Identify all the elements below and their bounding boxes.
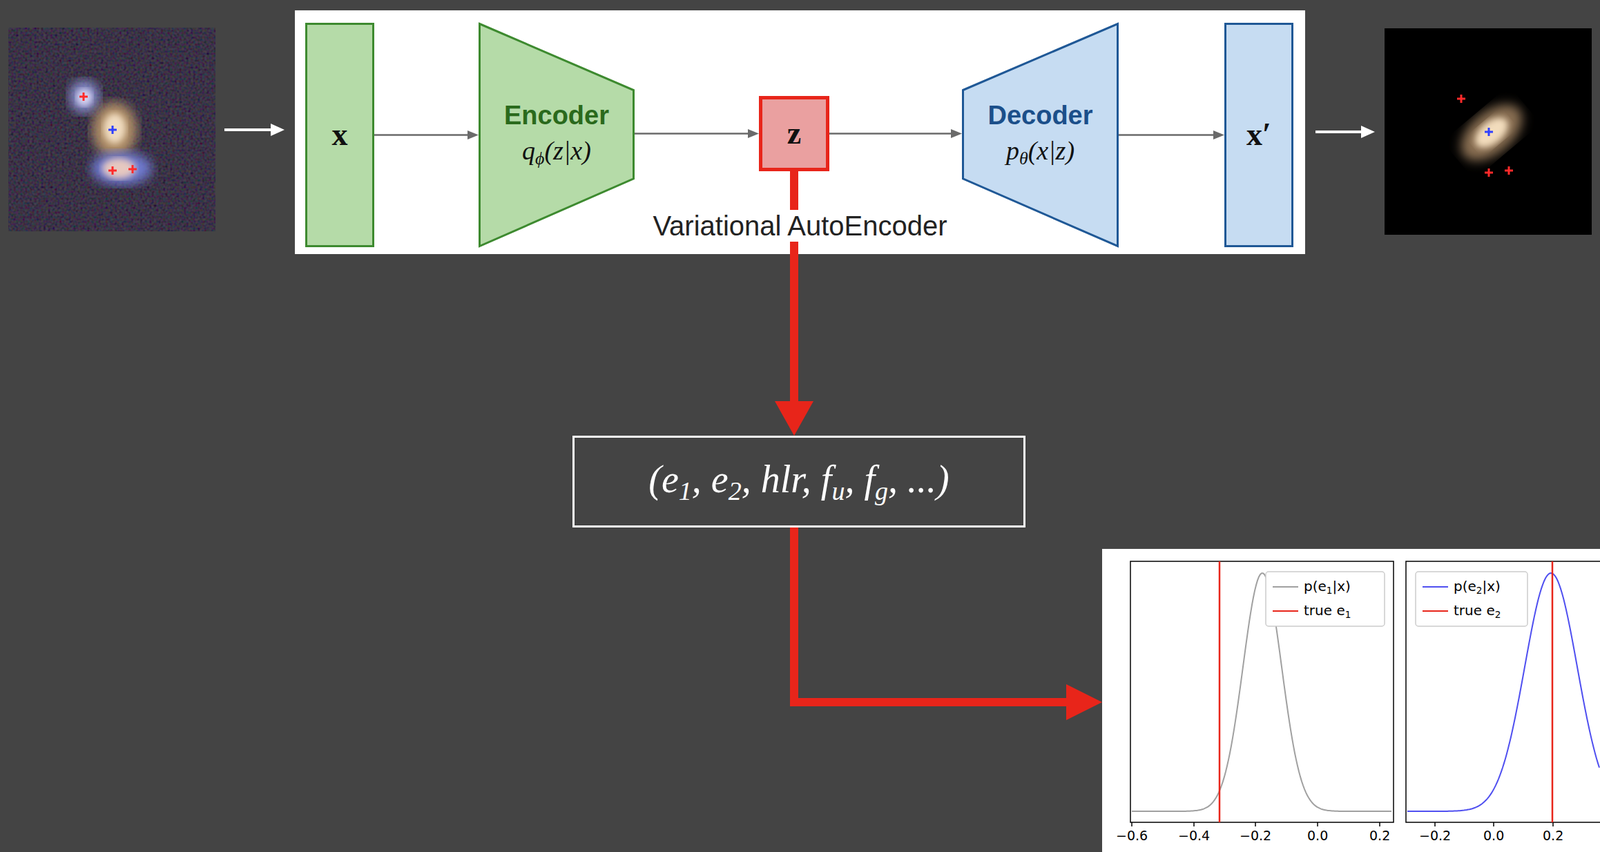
- legend-text: p(e1|x): [1303, 577, 1351, 596]
- encoder-trapezoid: Encoder qϕ(z|x): [478, 22, 635, 248]
- legend-line-sample: [1422, 586, 1449, 588]
- latent-box: z: [758, 95, 830, 172]
- axis-tick-label: 0.0: [1307, 827, 1328, 844]
- connector-arrow: [1118, 130, 1225, 140]
- connector-arrow: [634, 129, 759, 139]
- legend-text: p(e2|x): [1453, 577, 1501, 596]
- connector-arrow: [774, 171, 814, 436]
- subscript: u: [831, 475, 845, 505]
- parameter-box: (e1, e2, hlr, fu, fg, ...): [572, 435, 1026, 528]
- node-formula: qϕ(z|x): [522, 136, 592, 170]
- legend-line-sample: [1272, 610, 1299, 612]
- node-title: x′: [1246, 116, 1272, 154]
- node-title: (e1, e2, hlr, fu, fg, ...): [648, 457, 949, 507]
- node-title: x: [332, 116, 349, 154]
- subscript: 2: [728, 475, 742, 505]
- axis-tick-label: 0.2: [1542, 827, 1564, 844]
- axis-tick-label: 0.0: [1483, 827, 1505, 844]
- vae-panel: Variational AutoEncoder x Encoder qϕ(z|x) z D…: [294, 10, 1306, 255]
- axis-tick-label: −0.6: [1115, 827, 1148, 844]
- connector-arrow: [374, 130, 479, 140]
- subscript: 1: [1326, 584, 1333, 596]
- axis-tick-label: −0.2: [1419, 827, 1451, 844]
- node-title: z: [787, 115, 802, 152]
- posterior-plots: [1102, 548, 1600, 852]
- trapezoid-outline: [961, 22, 1119, 248]
- subscript: 1: [678, 475, 692, 505]
- node-title: Decoder: [987, 100, 1093, 132]
- node-formula: pθ(x|z): [1006, 136, 1075, 170]
- subscript: 2: [1495, 609, 1502, 621]
- legend-line-sample: [1272, 586, 1299, 588]
- subscript: g: [874, 475, 889, 505]
- axis-tick-label: 0.2: [1369, 827, 1391, 844]
- legend-text: true e1: [1303, 602, 1351, 621]
- connector-arrow: [829, 129, 962, 139]
- input-vector-box: x: [305, 22, 375, 248]
- axis-tick-label: −0.2: [1239, 827, 1272, 844]
- subscript: ϕ: [535, 149, 545, 170]
- subscript: 1: [1345, 609, 1352, 621]
- node-title: Variational AutoEncoder: [647, 209, 953, 242]
- input-image: [8, 27, 216, 232]
- red-leader-arrow: [794, 527, 1103, 721]
- axis-tick-label: −0.4: [1178, 827, 1210, 844]
- trapezoid-outline: [478, 22, 635, 248]
- node-title: Encoder: [504, 100, 610, 132]
- output-image: [1384, 28, 1592, 235]
- legend-line-sample: [1422, 610, 1449, 612]
- legend-text: true e2: [1453, 602, 1501, 621]
- output-vector-box: x′: [1224, 22, 1294, 248]
- subscript: θ: [1019, 149, 1029, 170]
- subscript: 2: [1476, 584, 1483, 596]
- decoder-trapezoid: Decoder pθ(x|z): [961, 22, 1119, 248]
